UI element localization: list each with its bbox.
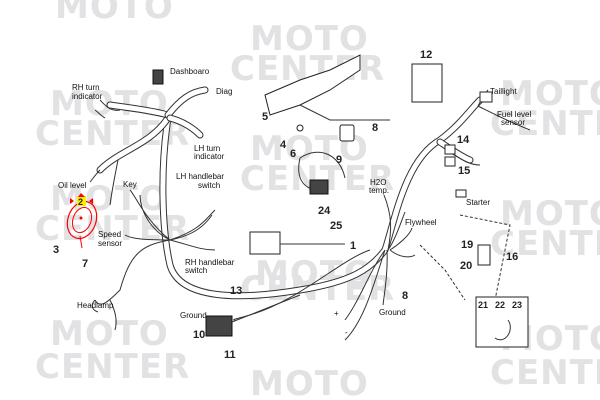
fuse-holder-part (477, 244, 491, 266)
part-number: 8 (402, 290, 408, 302)
part-number: 8 (372, 122, 378, 134)
cdi-unit-part (205, 315, 233, 337)
fuse-15-part (444, 156, 456, 167)
labels: Dashboaro Diag RH turn indicator LH turn… (58, 67, 531, 337)
watermark: CENTER (490, 224, 600, 264)
label-rh-turn: indicator (72, 92, 103, 101)
part-number: 14 (457, 134, 470, 146)
watermark: MOTO (250, 364, 369, 400)
watermarks: MOTO CENTER MOTO CENTER MOTO CENTER MOTO… (15, 0, 600, 400)
relay-14-part (444, 144, 456, 155)
relay-8-part (339, 124, 355, 142)
part-number: 9 (336, 154, 342, 166)
label-ground: Ground (180, 311, 207, 320)
regulator-part (249, 231, 281, 255)
part-number: 2 (78, 197, 83, 207)
label-fuel-level: sensor (501, 118, 525, 127)
label-key: Key (123, 180, 137, 189)
label-diag: Diag (216, 87, 232, 96)
highlight-badge (77, 196, 86, 206)
label-minus: - (345, 328, 348, 337)
part-number: 20 (460, 260, 472, 272)
label-rh-switch: switch (185, 266, 207, 275)
part-number: 10 (193, 329, 205, 341)
part-number: 24 (318, 205, 331, 217)
part-numbers: 1 2 3 4 5 6 7 8 8 9 10 11 12 13 14 15 16… (53, 49, 522, 361)
label-oil-level: Oil level (58, 181, 87, 190)
part-number: 12 (420, 49, 432, 61)
taillight-connector (479, 91, 493, 103)
battery-part (411, 63, 443, 103)
dashboard-connector (152, 69, 164, 85)
fuse-kit-box (475, 296, 529, 348)
part-number: 19 (461, 239, 473, 251)
label-plus: + (334, 309, 339, 318)
label-taillight: Taillight (490, 87, 517, 96)
watermark: MOTO (50, 314, 169, 354)
starter-connector (455, 189, 467, 198)
part-number: 3 (53, 244, 59, 256)
label-lh-turn: LH turn (194, 144, 220, 153)
label-h2o-temp: H2O (370, 178, 386, 187)
label-rh-switch: RH handlebar (185, 258, 235, 267)
part-number: 4 (280, 139, 287, 151)
watermark: MOTO (500, 74, 600, 114)
part-number: 22 (495, 300, 505, 310)
label-rh-turn: RH turn (72, 83, 100, 92)
label-speed-sensor: Speed (98, 230, 121, 239)
label-h2o-temp: temp. (369, 186, 389, 195)
watermark: CENTER (35, 347, 190, 387)
horn-part-highlighted (66, 193, 98, 249)
label-fuel-level: Fuel level (497, 110, 531, 119)
watermark: CENTER (490, 353, 600, 393)
watermark: MOTO (500, 194, 600, 234)
ignition-coil-part (309, 179, 329, 195)
label-speed-sensor: sensor (98, 239, 122, 248)
label-dashboard: Dashboaro (170, 67, 210, 76)
label-flywheel: Flywheel (405, 218, 437, 227)
part-number: 11 (224, 349, 236, 361)
label-lh-switch: switch (198, 181, 220, 190)
part-number: 23 (512, 300, 522, 310)
label-lh-switch: LH handlebar (176, 172, 224, 181)
part-number: 13 (230, 285, 242, 297)
watermark: MOTO (250, 19, 369, 59)
part-number: 21 (478, 300, 488, 310)
part-number: 6 (290, 148, 296, 160)
label-lh-turn: indicator (194, 152, 225, 161)
part-number: 16 (506, 251, 518, 263)
watermark: CENTER (15, 0, 170, 7)
label-starter: Starter (466, 198, 490, 207)
frame-section (152, 54, 529, 348)
part-number: 7 (82, 258, 88, 270)
main-harness (89, 86, 531, 341)
watermark: CENTER (490, 104, 600, 144)
label-headlamp: Headlamp (77, 301, 114, 310)
part-number: 5 (262, 111, 268, 123)
watermark: MOTO (55, 0, 174, 27)
part-number: 1 (350, 240, 356, 252)
part-number: 15 (458, 165, 470, 177)
part-number: 25 (330, 220, 342, 232)
label-ground: Ground (379, 308, 406, 317)
